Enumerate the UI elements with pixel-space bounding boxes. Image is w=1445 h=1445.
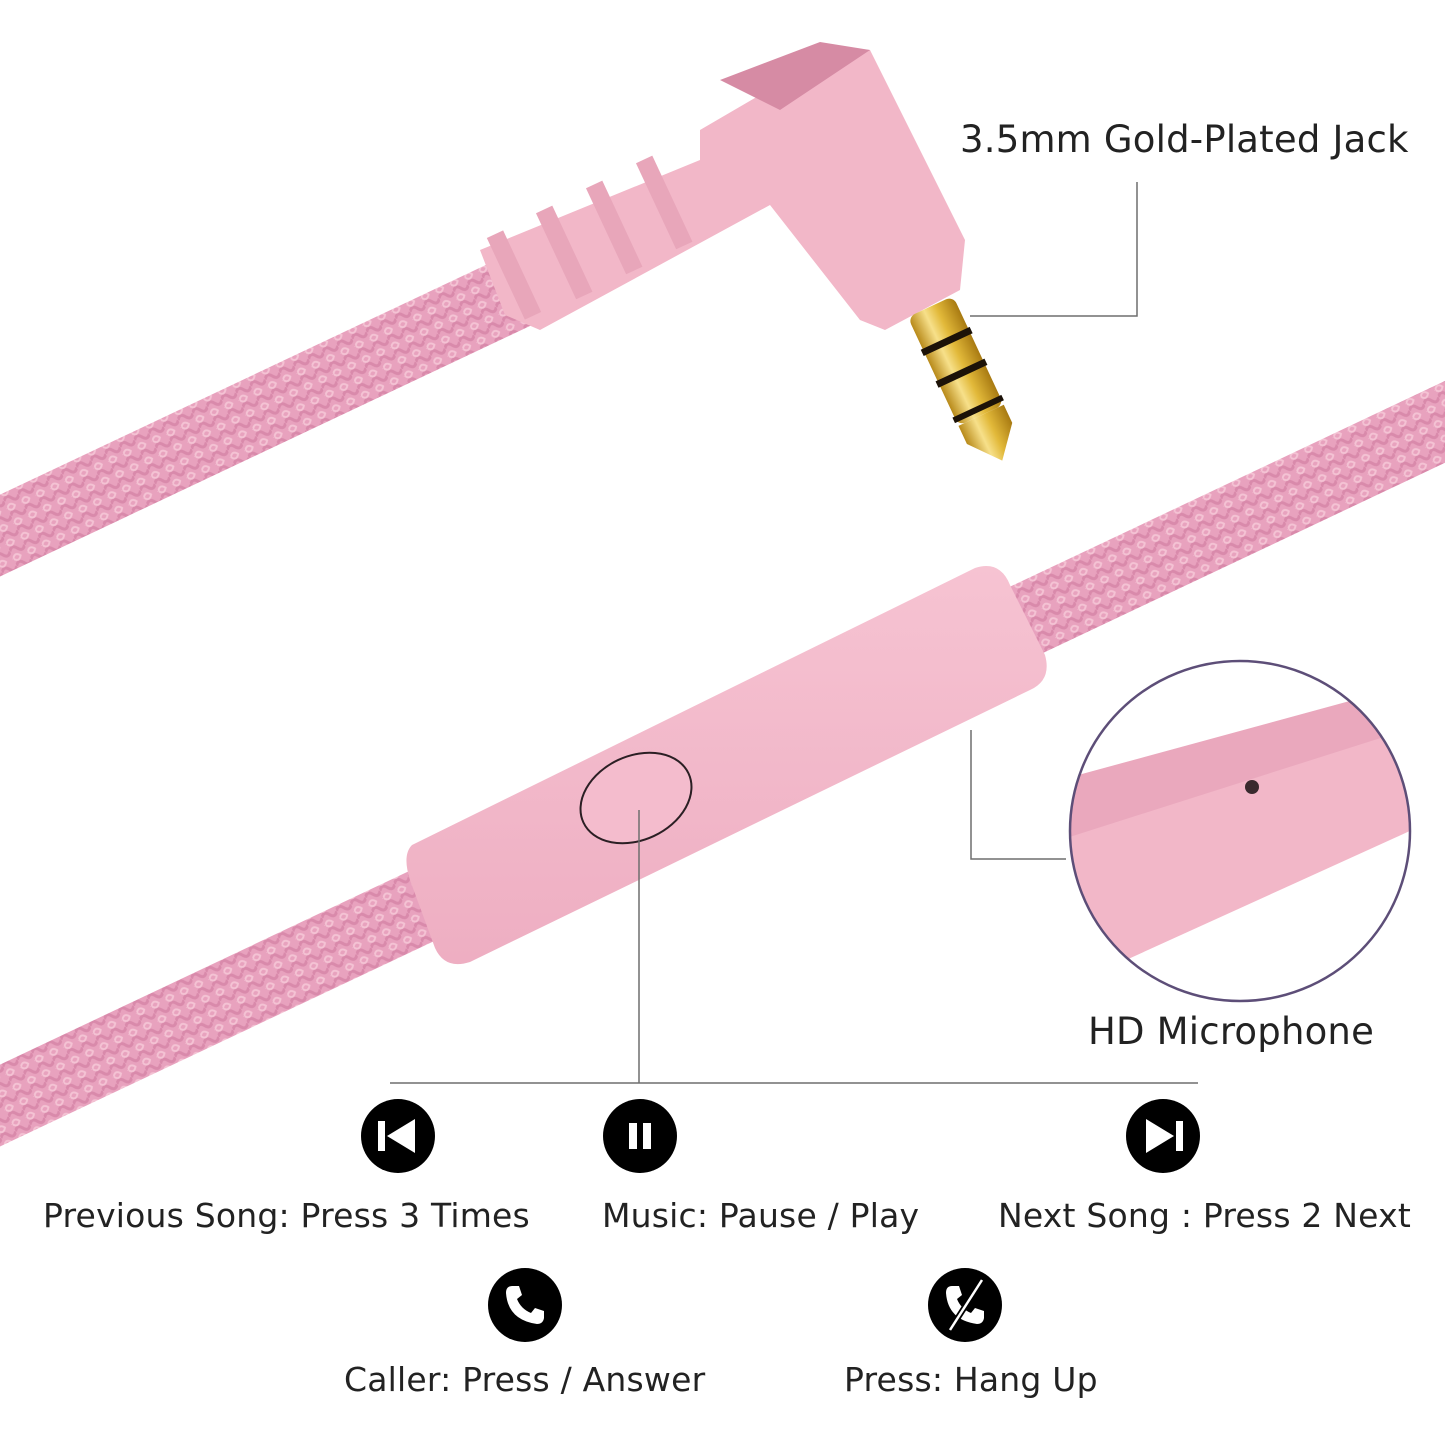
next-song-label: Next Song : Press 2 Next [998,1196,1411,1235]
upper-cable [0,251,546,577]
jack-callout: 3.5mm Gold-Plated Jack [960,118,1409,161]
next-track-icon [1126,1099,1200,1173]
phone-answer-icon [488,1268,562,1342]
previous-track-icon [361,1099,435,1173]
leader-lines [390,182,1198,1084]
previous-song-label: Previous Song: Press 3 Times [43,1196,530,1235]
jack-housing [480,42,965,330]
answer-call-label: Caller: Press / Answer [344,1360,706,1399]
gold-plug [910,298,1013,461]
pause-icon [603,1099,677,1173]
hang-up-label: Press: Hang Up [844,1360,1098,1399]
inline-remote [406,566,1047,965]
phone-hangup-icon [928,1268,1002,1342]
microphone-callout: HD Microphone [1088,1010,1375,1053]
microphone-zoom [1068,659,1412,1003]
pause-play-label: Music: Pause / Play [602,1196,920,1235]
